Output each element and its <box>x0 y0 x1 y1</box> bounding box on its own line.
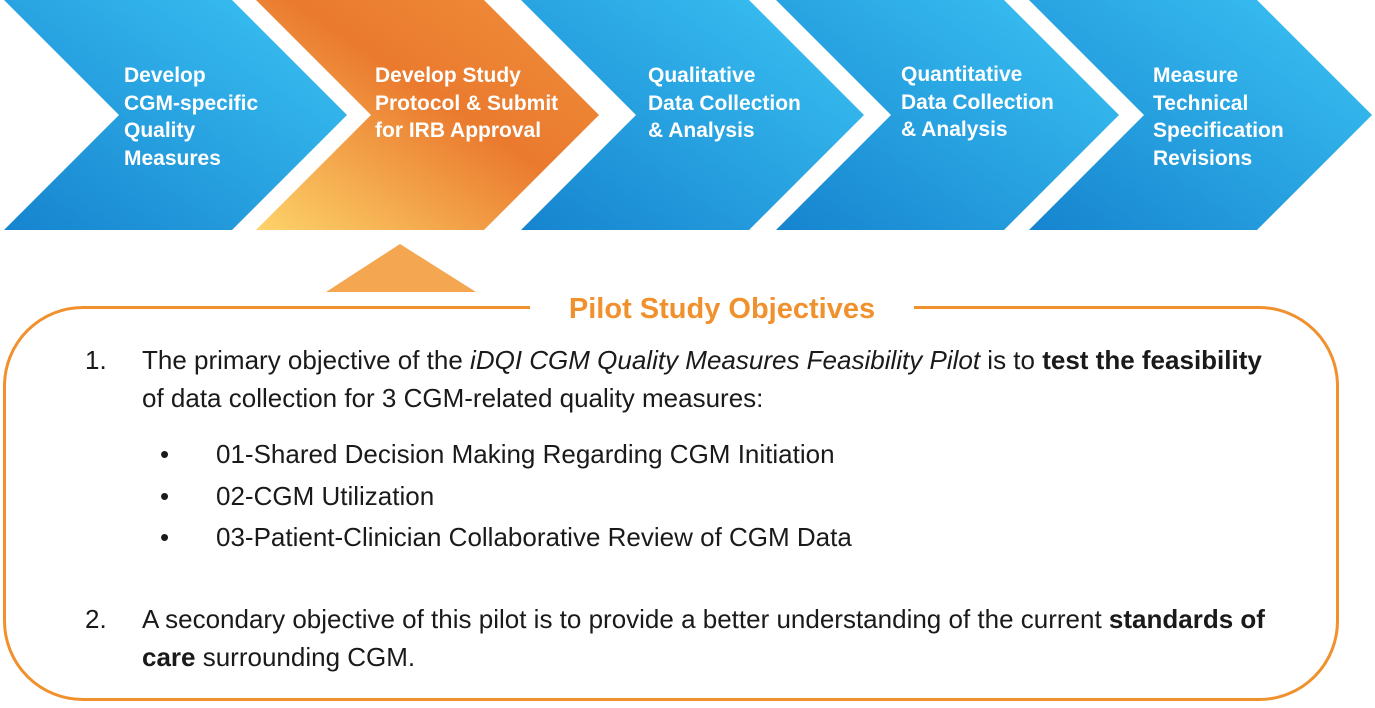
objective-number: 2. <box>85 604 107 634</box>
step-2-chevron <box>256 0 599 230</box>
step-3-chevron <box>521 0 864 230</box>
step-2-label: Develop Study Protocol & Submit for IRB … <box>375 64 559 142</box>
step-pointer-arrow <box>326 244 476 292</box>
measure-label: 03-Patient-Clinician Collaborative Revie… <box>216 522 852 552</box>
process-flow: Develop CGM-specific Quality Measures De… <box>0 0 1375 235</box>
bullet-icon: • <box>160 481 170 511</box>
step-1-chevron <box>4 0 347 230</box>
process-chevrons <box>4 0 1372 230</box>
step-1-label: Develop CGM-specific Quality Measures <box>124 64 259 170</box>
step-5-chevron <box>1029 0 1372 230</box>
step-4-label: Quantitative Data Collection & Analysis <box>901 63 1054 141</box>
step-3-label: Qualitative Data Collection & Analysis <box>648 64 801 142</box>
objectives-title: Pilot Study Objectives <box>530 288 914 330</box>
objective-text: A secondary objective of this pilot is t… <box>142 604 1265 672</box>
measure-label: 02-CGM Utilization <box>216 481 435 511</box>
objective-text: The primary objective of the iDQI CGM Qu… <box>142 345 1262 413</box>
bullet-icon: • <box>160 439 170 469</box>
objective-number: 1. <box>85 345 107 375</box>
bullet-icon: • <box>160 522 170 552</box>
step-4-chevron <box>776 0 1119 230</box>
measure-label: 01-Shared Decision Making Regarding CGM … <box>216 439 835 469</box>
step-5-label: Measure Technical Specification Revision… <box>1153 64 1284 170</box>
